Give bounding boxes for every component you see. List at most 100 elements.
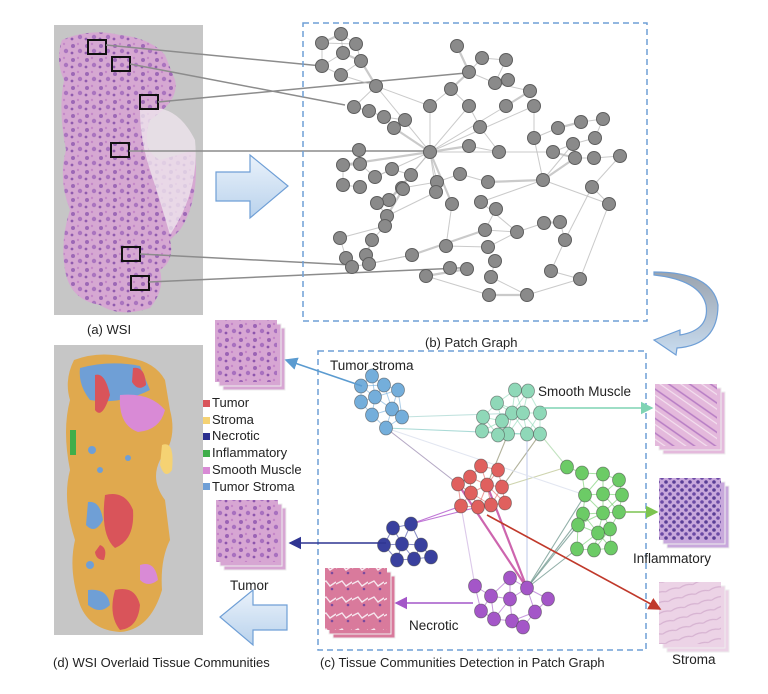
legend-swatch: [203, 449, 210, 457]
legend-item-necrotic: Necrotic: [203, 428, 302, 445]
arrow-tumor-stroma: [284, 357, 363, 387]
graph-node: [382, 193, 396, 207]
wsi-overlay-image: [54, 345, 203, 635]
community-node-necrotic: [414, 537, 428, 553]
graph-node: [370, 196, 384, 210]
community-node-inflammatory: [615, 487, 629, 503]
graph-node: [315, 36, 329, 50]
patch-graph: [315, 27, 627, 302]
patch-thumbnail-necrotic: [325, 568, 396, 639]
graph-node: [501, 73, 515, 87]
graph-edge: [425, 275, 490, 296]
community-graph: [354, 368, 629, 635]
community-node-tumor: [480, 477, 494, 493]
graph-edge: [429, 105, 507, 153]
community-edge: [501, 466, 568, 488]
graph-node: [362, 257, 376, 271]
community-node-inflammatory: [603, 521, 617, 537]
label-inflammatory: Inflammatory: [633, 551, 712, 566]
community-node-necrotic: [390, 552, 404, 568]
graph-edge: [480, 179, 544, 203]
graph-node: [385, 162, 399, 176]
legend-label: Inflammatory: [212, 445, 288, 461]
graph-node: [574, 115, 588, 129]
community-node-inflammatory: [591, 525, 605, 541]
graph-node: [352, 143, 366, 157]
graph-node: [353, 157, 367, 171]
community-node-smooth-muscle: [490, 395, 504, 411]
patch-thumbnail-tumor-stroma: [215, 320, 286, 391]
graph-node: [365, 233, 379, 247]
community-node-tumor-stroma: [395, 409, 409, 425]
community-edge: [486, 433, 509, 486]
graph-edge: [542, 143, 574, 181]
label-necrotic: Necrotic: [409, 618, 459, 633]
caption-wsi: (a) WSI: [87, 322, 132, 337]
graph-node: [378, 219, 392, 233]
graph-node: [445, 197, 459, 211]
label-tumor-stroma: Tumor stroma: [330, 358, 414, 373]
community-node-tumor: [471, 499, 485, 515]
community-node-necrotic: [424, 549, 438, 565]
communities-frame: [317, 350, 647, 651]
community-node-smooth-muscle: [508, 382, 522, 398]
graph-node: [478, 223, 492, 237]
graph-edge: [393, 127, 431, 153]
community-edge: [410, 505, 462, 525]
graph-node: [573, 272, 587, 286]
graph-node: [333, 231, 347, 245]
community-node-tumor: [495, 479, 509, 495]
community-node-tumor-stroma: [379, 420, 393, 436]
graph-edge: [429, 105, 470, 153]
graph-node: [419, 269, 433, 283]
community-node-inflammatory: [578, 487, 592, 503]
community-node-necrotic-comm: [505, 613, 519, 629]
graph-node: [336, 46, 350, 60]
community-edge: [457, 483, 528, 589]
community-edge: [526, 548, 578, 589]
community-node-tumor: [463, 469, 477, 485]
community-node-necrotic-comm: [528, 604, 542, 620]
community-node-necrotic-comm: [520, 580, 534, 596]
graph-node: [553, 215, 567, 229]
community-node-tumor: [491, 462, 505, 478]
legend-swatch: [203, 416, 210, 424]
community-node-tumor: [498, 495, 512, 511]
legend-label: Tumor Stroma: [212, 478, 295, 494]
graph-node: [450, 39, 464, 53]
patch-graph-frame: [302, 22, 648, 322]
graph-node: [354, 54, 368, 68]
graph-edge: [480, 201, 518, 233]
community-node-tumor: [484, 497, 498, 513]
legend-swatch: [203, 466, 210, 474]
graph-node: [453, 167, 467, 181]
community-node-tumor-stroma: [377, 377, 391, 393]
curved-arrow-icon: [652, 271, 719, 357]
community-node-tumor: [454, 498, 468, 514]
graph-node: [396, 182, 410, 196]
graph-node: [345, 260, 359, 274]
community-node-smooth-muscle: [533, 426, 547, 442]
graph-node: [536, 173, 550, 187]
community-node-inflammatory: [571, 517, 585, 533]
graph-node: [439, 239, 453, 253]
community-node-inflammatory: [596, 466, 610, 482]
caption-wsi-overlay: (d) WSI Overlaid Tissue Communities: [53, 655, 270, 670]
community-node-necrotic-comm: [474, 603, 488, 619]
community-node-inflammatory: [575, 465, 589, 481]
community-node-inflammatory: [596, 505, 610, 521]
community-node-necrotic: [404, 516, 418, 532]
graph-node: [596, 112, 610, 126]
community-node-tumor: [464, 485, 478, 501]
community-edge: [460, 505, 476, 587]
community-node-tumor-stroma: [354, 394, 368, 410]
graph-node: [482, 288, 496, 302]
graph-node: [334, 68, 348, 82]
graph-node: [377, 110, 391, 124]
legend-label: Stroma: [212, 411, 254, 427]
legend-label: Smooth Muscle: [212, 461, 302, 477]
legend-item-inflammatory: Inflammatory: [203, 445, 302, 462]
graph-node: [566, 137, 580, 151]
graph-edge: [445, 245, 489, 248]
